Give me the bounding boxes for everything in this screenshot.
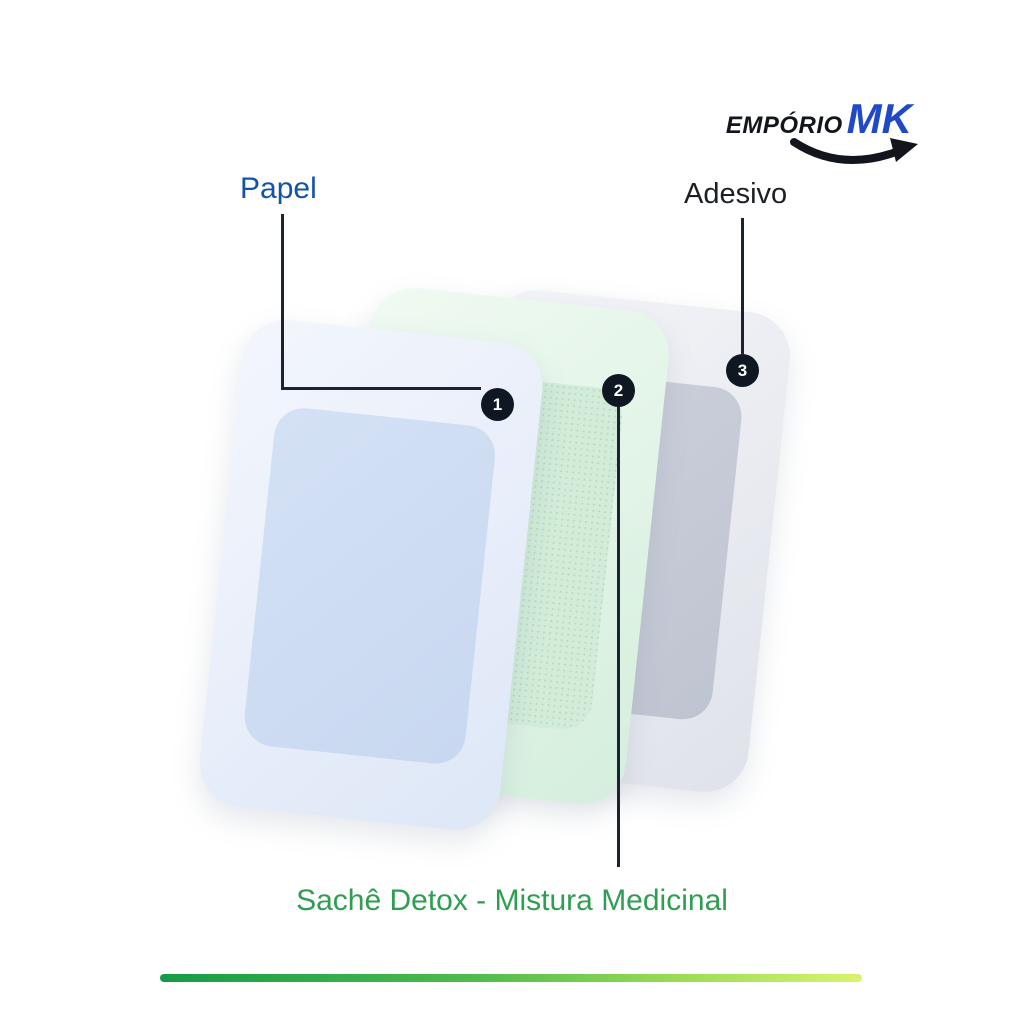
papel-pointer-line-vertical [281,214,284,390]
brand-logo-emporio: EMPÓRIO [725,112,843,139]
papel-pointer-line-horizontal [281,387,481,390]
brand-logo: EMPÓRIO MK [702,95,918,170]
badge-1: 1 [481,388,514,421]
papel-layer-inner [241,405,499,767]
badge-3: 3 [726,354,759,387]
adesivo-pointer-line [741,218,744,354]
papel-label: Papel [240,172,317,205]
brand-swoosh-arrow-icon [790,138,918,164]
brand-logo-text: EMPÓRIO MK [702,95,912,142]
caption-label: Sachê Detox - Mistura Medicinal [296,884,728,917]
badge-2: 2 [602,374,635,407]
adesivo-label: Adesivo [684,178,788,210]
brand-logo-mk: MK [846,95,912,142]
accent-bar [160,974,862,982]
sache-pointer-line [617,407,620,867]
